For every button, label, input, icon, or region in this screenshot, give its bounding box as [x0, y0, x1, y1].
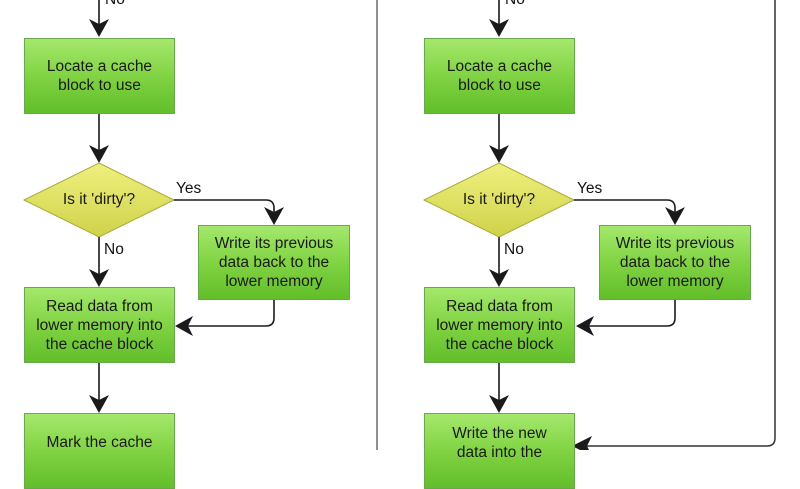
right-decision-label: Is it 'dirty'?	[462, 191, 536, 208]
right-write-new-text: Write the new data into the	[452, 425, 547, 461]
left-yes-label: Yes	[176, 180, 202, 197]
left-arrowhead-mark	[89, 395, 109, 413]
right-yes-line	[574, 199, 676, 214]
left-return-line	[186, 300, 275, 327]
left-yes-line	[174, 199, 275, 214]
left-decision-label: Is it 'dirty'?	[62, 191, 136, 208]
right-return-line	[587, 300, 676, 327]
right-read-text: Read data from lower memory into the cac…	[436, 297, 563, 353]
right-arrowhead-write	[489, 395, 509, 413]
right-top-arrowhead	[489, 19, 509, 37]
left-top-no-label: No	[105, 0, 125, 8]
right-return-arrowhead	[576, 316, 594, 336]
left-writeback-text: Write its previous data back to the lowe…	[214, 235, 334, 290]
left-locate-block: Locate a cache block to use	[24, 38, 175, 114]
left-no-label: No	[104, 241, 124, 258]
left-read-block: Read data from lower memory into the cac…	[24, 287, 175, 363]
left-arrowhead-decision	[89, 145, 109, 163]
left-writeback-block: Write its previous data back to the lowe…	[198, 225, 350, 300]
left-mark-text: Mark the cache	[46, 434, 153, 451]
left-top-arrowhead	[89, 19, 109, 37]
cache-flowcharts: No Locate a cache block to use Is it 'di…	[22, 0, 776, 489]
right-locate-text: Locate a cache block to use	[446, 58, 553, 94]
right-locate-block: Locate a cache block to use	[424, 38, 575, 114]
right-writeback-block: Write its previous data back to the lowe…	[599, 225, 751, 300]
left-locate-text: Locate a cache block to use	[46, 58, 153, 94]
left-mark-block: Mark the cache	[24, 413, 175, 489]
right-frame-line	[585, 0, 776, 447]
right-frame-arrowhead	[572, 436, 592, 450]
right-yes-label: Yes	[577, 180, 603, 197]
right-arrowhead-writeback	[665, 207, 685, 225]
right-no-label: No	[504, 241, 524, 258]
right-arrowhead-read	[489, 269, 509, 287]
left-return-arrowhead	[175, 316, 193, 336]
left-read-text: Read data from lower memory into the cac…	[36, 297, 163, 353]
right-arrowhead-decision	[489, 145, 509, 163]
right-write-new-block: Write the new data into the	[424, 413, 575, 489]
right-read-block: Read data from lower memory into the cac…	[424, 287, 575, 363]
right-writeback-text: Write its previous data back to the lowe…	[615, 235, 735, 290]
left-arrowhead-writeback	[264, 207, 284, 225]
right-top-no-label: No	[505, 0, 525, 8]
connector-layer	[22, 0, 776, 450]
left-arrowhead-read	[89, 269, 109, 287]
